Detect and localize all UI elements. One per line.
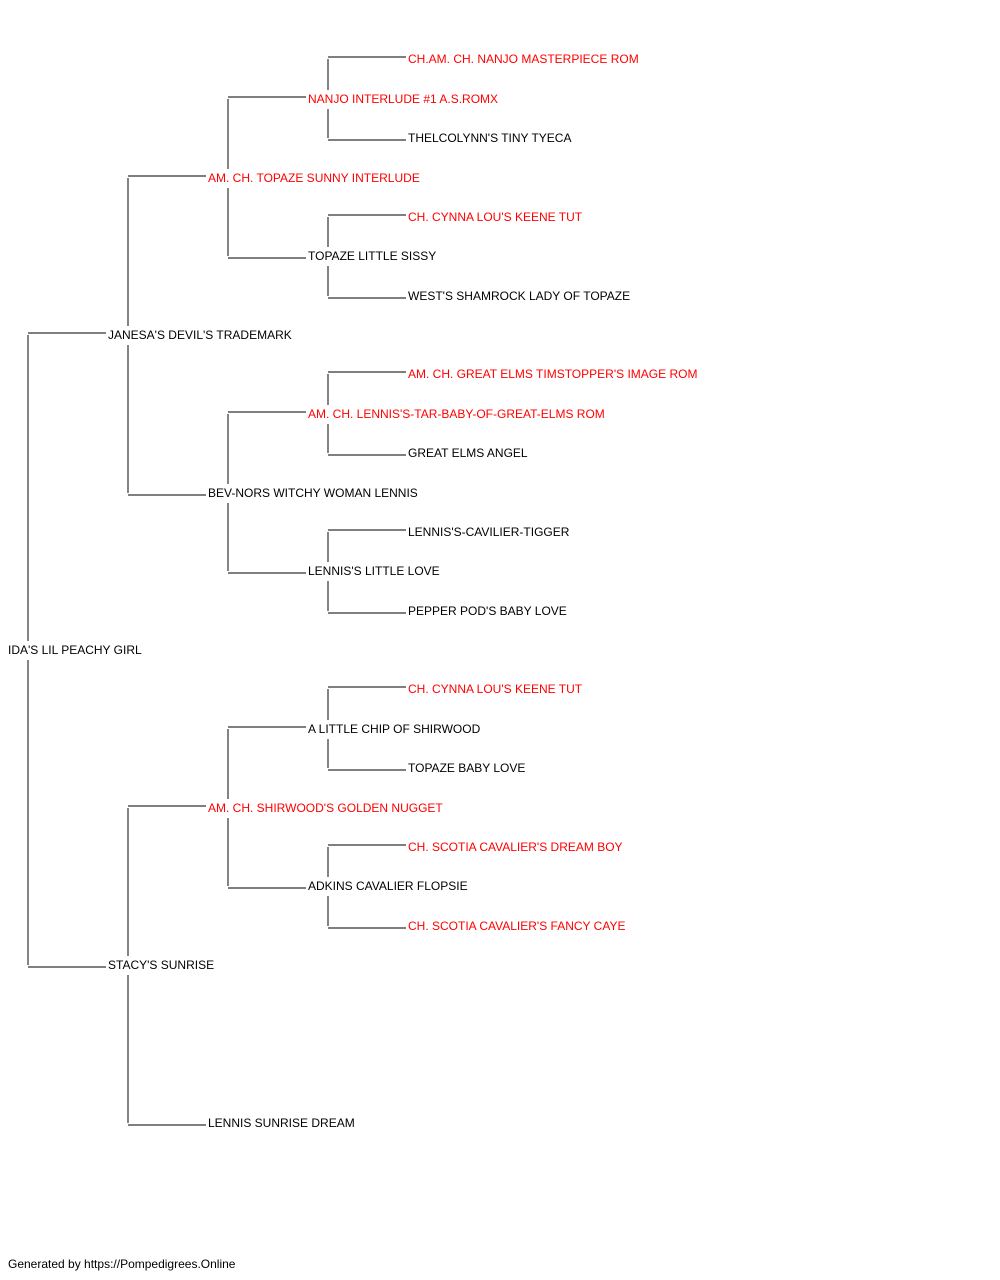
ancestor-name: LENNIS'S-CAVILIER-TIGGER [408,525,570,539]
ancestor-name: LENNIS SUNRISE DREAM [208,1116,355,1130]
ancestor-name: AM. CH. TOPAZE SUNNY INTERLUDE [208,171,420,185]
ancestor-name: CH. CYNNA LOU'S KEENE TUT [408,682,583,696]
ancestor-name: TOPAZE BABY LOVE [408,761,525,775]
ancestor-name: ADKINS CAVALIER FLOPSIE [308,879,468,893]
ancestor-name: THELCOLYNN'S TINY TYECA [408,131,571,145]
ancestor-name: TOPAZE LITTLE SISSY [308,249,436,263]
pedigree-tree: IDA'S LIL PEACHY GIRL JANESA'S DEVIL'S TR… [8,52,697,1130]
ancestor-name: CH. SCOTIA CAVALIER'S DREAM BOY [408,840,623,854]
ancestor-name: CH.AM. CH. NANJO MASTERPIECE ROM [408,52,639,66]
ancestor-name: CH. CYNNA LOU'S KEENE TUT [408,210,583,224]
ancestor-name: PEPPER POD'S BABY LOVE [408,604,567,618]
ancestor-name: IDA'S LIL PEACHY GIRL [8,643,142,657]
ancestor-name: AM. CH. SHIRWOOD'S GOLDEN NUGGET [208,801,443,815]
ancestor-name: JANESA'S DEVIL'S TRADEMARK [108,328,292,342]
ancestor-name: AM. CH. LENNIS'S-TAR-BABY-OF-GREAT-ELMS … [308,407,605,421]
ancestor-name: STACY'S SUNRISE [108,958,214,972]
ancestor-name: GREAT ELMS ANGEL [408,446,528,460]
ancestor-name: AM. CH. GREAT ELMS TIMSTOPPER'S IMAGE RO… [408,367,697,381]
footer-credit: Generated by https://Pompedigrees.Online [8,1257,236,1271]
ancestor-name: NANJO INTERLUDE #1 A.S.ROMX [308,92,498,106]
ancestor-name: BEV-NORS WITCHY WOMAN LENNIS [208,486,418,500]
ancestor-name: WEST'S SHAMROCK LADY OF TOPAZE [408,289,630,303]
ancestor-name: CH. SCOTIA CAVALIER'S FANCY CAYE [408,919,625,933]
ancestor-name: LENNIS'S LITTLE LOVE [308,564,440,578]
ancestor-name: A LITTLE CHIP OF SHIRWOOD [308,722,481,736]
